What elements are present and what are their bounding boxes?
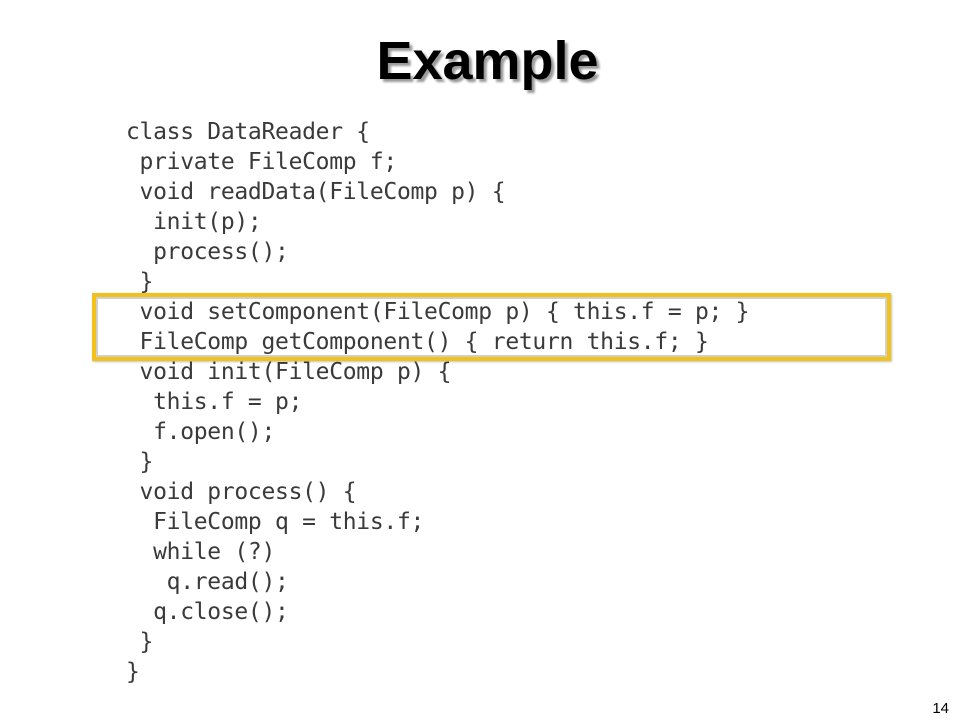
code-line: this.f = p; [126,389,303,415]
code-line: private FileComp f; [126,149,398,175]
code-line: q.close(); [126,599,289,625]
code-line: q.read(); [126,569,289,595]
code-line: void readData(FileComp p) { [126,179,506,205]
code-line: f.open(); [126,419,276,445]
code-line: class DataReader { [126,119,370,145]
code-line: } [126,269,154,295]
code-line: init(p); [126,209,262,235]
slide-title: Example [376,31,599,91]
code-line: while (?) [126,539,276,565]
code-line: void init(FileComp p) { [126,359,452,385]
code-line: process(); [126,239,289,265]
code-line: void process() { [126,479,357,505]
page-number: 14 [932,700,949,717]
code-line: } [126,629,154,655]
code-line: } [126,449,154,475]
code-line: } [126,659,140,685]
code-line-highlighted: void setComponent(FileComp p) { this.f =… [126,299,750,325]
code-line: FileComp q = this.f; [126,509,425,535]
code-line-highlighted: FileComp getComponent() { return this.f;… [126,329,709,355]
code-block: class DataReader { private FileComp f; v… [126,117,749,687]
